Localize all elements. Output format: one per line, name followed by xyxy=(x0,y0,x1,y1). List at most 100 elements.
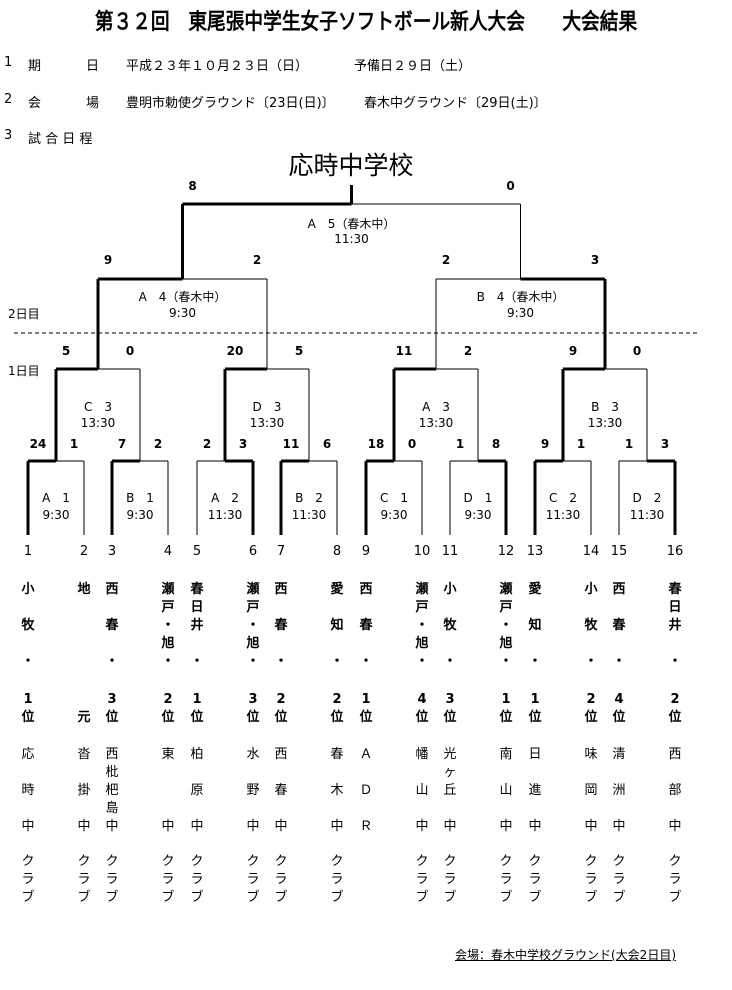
match-label: A 3 xyxy=(422,400,450,414)
match-label: B 3 xyxy=(591,400,619,414)
match-score-right: 6 xyxy=(322,437,332,451)
team-club-char: ラ xyxy=(274,872,288,887)
team-rank-char: 4 xyxy=(614,692,624,707)
team-club-char: ラ xyxy=(415,872,429,887)
match-time: 9:30 xyxy=(126,508,154,522)
match-score-left: 11 xyxy=(282,437,300,451)
team-club-char: ク xyxy=(190,854,204,869)
team-rank-char: 2 xyxy=(586,692,596,707)
team-club-char: ク xyxy=(161,854,175,869)
team-school-char: 山 xyxy=(415,783,429,798)
team-school-char: 西 xyxy=(668,747,682,762)
team-region-char: 知 xyxy=(528,618,542,633)
team-region-char: ・ xyxy=(105,654,119,669)
team-region-char: ・ xyxy=(612,654,626,669)
team-region-char: 牧 xyxy=(21,618,35,633)
team-club-char: ラ xyxy=(584,872,598,887)
team-school-char: 中 xyxy=(443,819,457,834)
team-region-char: 春 xyxy=(359,618,373,633)
team-rank-char: 4 xyxy=(417,692,427,707)
team-region-char: 春 xyxy=(612,618,626,633)
match-time: 9:30 xyxy=(42,508,70,522)
team-region-char: 西 xyxy=(359,582,373,597)
team-school-char: 中 xyxy=(330,819,344,834)
match-time: 13:30 xyxy=(587,416,623,430)
team-rank-char: 位 xyxy=(668,710,682,725)
team-club-char: ク xyxy=(21,854,35,869)
team-region-char: ・ xyxy=(443,654,457,669)
team-school-char: 洲 xyxy=(612,783,626,798)
team-rank-char: 2 xyxy=(163,692,173,707)
match-score-right: 1 xyxy=(69,437,79,451)
team-school-char: 清 xyxy=(612,747,626,762)
team-region-char: 戸 xyxy=(246,600,260,615)
team-school-char: Ｄ xyxy=(359,783,373,798)
team-region-char: ・ xyxy=(528,654,542,669)
match-time: 11:30 xyxy=(545,508,581,522)
match-label: A 2 xyxy=(211,491,239,505)
match-score-right: 8 xyxy=(491,437,501,451)
team-rank-char: 2 xyxy=(670,692,680,707)
team-region-char: 知 xyxy=(330,618,344,633)
match-score-right: 3 xyxy=(660,437,670,451)
match-score-left: 1 xyxy=(624,437,634,451)
match-score-left: 2 xyxy=(202,437,212,451)
team-school-char: 中 xyxy=(415,819,429,834)
team-region-char: ・ xyxy=(274,654,288,669)
team-school-char: 中 xyxy=(190,819,204,834)
match-score-right: 2 xyxy=(252,253,262,267)
team-region-char: 井 xyxy=(668,618,682,633)
match-score-left: 1 xyxy=(455,437,465,451)
team-school-char: 西 xyxy=(274,747,288,762)
team-rank-char: 位 xyxy=(528,710,542,725)
match-time: 13:30 xyxy=(418,416,454,430)
team-rank-char: 位 xyxy=(21,710,35,725)
team-region-char: 小 xyxy=(21,582,35,597)
match-score-left: 9 xyxy=(540,437,550,451)
team-club-char: ク xyxy=(443,854,457,869)
team-region-char: 瀬 xyxy=(246,582,260,597)
match-time: 11:30 xyxy=(334,232,369,246)
team-school-char: 柏 xyxy=(190,747,204,762)
team-region-char: ・ xyxy=(161,618,175,633)
team-number: 3 xyxy=(107,544,117,559)
team-school-char: 中 xyxy=(584,819,598,834)
team-club-char: ク xyxy=(246,854,260,869)
team-club-char: ブ xyxy=(612,890,626,905)
team-club-char: ラ xyxy=(612,872,626,887)
team-region-char: 牧 xyxy=(443,618,457,633)
match-score-right: 2 xyxy=(463,344,473,358)
team-school-char: 中 xyxy=(161,819,175,834)
info-venue-label1: 会 xyxy=(28,96,42,111)
team-rank-char: 位 xyxy=(274,710,288,725)
team-club-char: ブ xyxy=(443,890,457,905)
team-region-char: 小 xyxy=(443,582,457,597)
match-score-left: 5 xyxy=(61,344,71,358)
team-region-char: ・ xyxy=(499,654,513,669)
team-region-char: ・ xyxy=(584,654,598,669)
match-score-right: 5 xyxy=(294,344,304,358)
team-region-char: ・ xyxy=(359,654,373,669)
team-school-char: 枇 xyxy=(105,765,119,780)
team-club-char: ラ xyxy=(161,872,175,887)
match-score-left: 7 xyxy=(117,437,127,451)
team-club-char: ク xyxy=(415,854,429,869)
info-date-reserve: 予備日２９日（土） xyxy=(354,59,472,74)
match-label: B 4（春木中） xyxy=(476,290,565,304)
team-rank-char: 位 xyxy=(415,710,429,725)
team-club-char: ラ xyxy=(668,872,682,887)
match-score-right: 3 xyxy=(238,437,248,451)
team-region-char: ・ xyxy=(190,654,204,669)
team-club-char: ラ xyxy=(528,872,542,887)
team-club-char: ブ xyxy=(528,890,542,905)
team-rank-char: 位 xyxy=(105,710,119,725)
team-school-char: 島 xyxy=(105,801,119,816)
team-school-char: ヶ xyxy=(443,765,457,780)
match-score-right: 3 xyxy=(590,253,600,267)
team-club-char: ク xyxy=(528,854,542,869)
match-label: B 2 xyxy=(295,491,323,505)
team-school-char: 中 xyxy=(21,819,35,834)
team-club-char: ラ xyxy=(246,872,260,887)
team-school-char: 中 xyxy=(105,819,119,834)
